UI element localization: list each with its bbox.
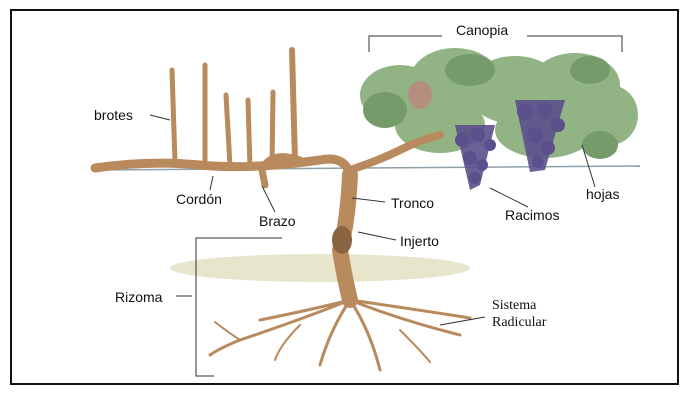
label-sistema-line2: Radicular (492, 314, 546, 331)
label-tronco: Tronco (391, 195, 434, 211)
label-injerto: Injerto (400, 233, 439, 249)
label-rizoma: Rizoma (115, 289, 162, 305)
canopy-foliage (360, 48, 638, 159)
label-canopia: Canopia (456, 22, 508, 38)
label-brotes: brotes (94, 107, 133, 123)
graft-union (332, 226, 352, 254)
root-system (210, 300, 470, 370)
label-cordon: Cordón (176, 191, 222, 207)
label-sistema-radicular: Sistema Radicular (492, 297, 546, 331)
canopy-bracket (369, 36, 622, 52)
soil-band (170, 254, 470, 282)
label-hojas: hojas (586, 186, 619, 202)
label-racimos: Racimos (505, 207, 559, 223)
label-sistema-line1: Sistema (492, 297, 546, 314)
label-brazo: Brazo (259, 213, 296, 229)
